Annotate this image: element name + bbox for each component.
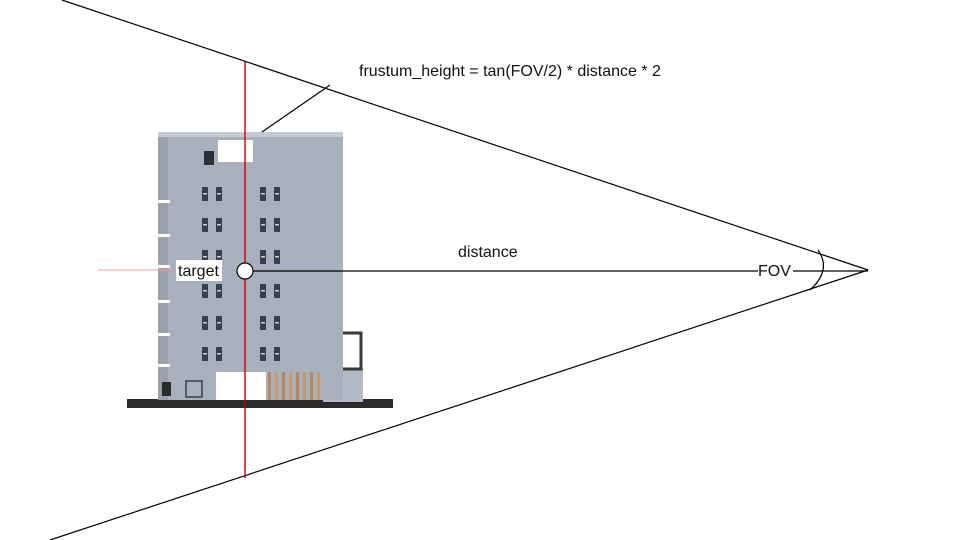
window-sill	[261, 290, 265, 292]
formula-leader-line	[261, 84, 331, 133]
target-label-bg	[176, 260, 222, 281]
roof-vent	[204, 151, 214, 165]
annex-frame	[339, 331, 363, 371]
entrance-slat	[310, 372, 313, 400]
window-sill	[217, 290, 221, 292]
ground-door	[162, 382, 171, 396]
roof-opening	[218, 140, 253, 162]
entrance-slat	[296, 372, 299, 400]
fov-label: FOV	[758, 263, 791, 280]
window-sill	[203, 256, 207, 258]
window-sill	[275, 353, 279, 355]
entrance-slat	[268, 372, 271, 400]
formula-label: frustum_height = tan(FOV/2) * distance *…	[359, 63, 661, 80]
window-sill	[275, 193, 279, 195]
window-sill	[217, 224, 221, 226]
window-sill	[203, 193, 207, 195]
ground-slab	[127, 399, 393, 408]
ground-floor-opening	[216, 372, 266, 400]
window-sill	[275, 256, 279, 258]
entrance-slat	[275, 372, 278, 400]
window-grid	[202, 187, 280, 361]
window-sill	[203, 322, 207, 324]
distance-label: distance	[458, 244, 518, 261]
frustum-bottom-edge	[49, 269, 869, 540]
angle-arc-icon	[809, 249, 825, 291]
window-sill	[203, 224, 207, 226]
window-sill	[275, 224, 279, 226]
target-circle-icon	[236, 262, 254, 280]
entrance-slat	[289, 372, 292, 400]
window-sill	[261, 322, 265, 324]
entrance-slat	[282, 372, 285, 400]
window-sill	[261, 353, 265, 355]
frustum-top-edge	[61, 0, 869, 271]
window-sill	[217, 353, 221, 355]
entrance-slats	[268, 372, 320, 400]
window-sill	[261, 224, 265, 226]
frustum	[49, 0, 869, 540]
ground-window	[185, 380, 203, 398]
window-sill	[203, 353, 207, 355]
target-label: target	[178, 263, 219, 280]
roof-edge	[158, 132, 343, 137]
window-sill	[217, 322, 221, 324]
entrance-slat	[317, 372, 320, 400]
window-sill	[261, 256, 265, 258]
window-sill	[261, 193, 265, 195]
window-sill	[203, 290, 207, 292]
window-sill	[217, 256, 221, 258]
window-sill	[217, 193, 221, 195]
window-sill	[275, 322, 279, 324]
entrance-slat	[303, 372, 306, 400]
left-ledges	[158, 200, 170, 367]
window-sill	[275, 290, 279, 292]
